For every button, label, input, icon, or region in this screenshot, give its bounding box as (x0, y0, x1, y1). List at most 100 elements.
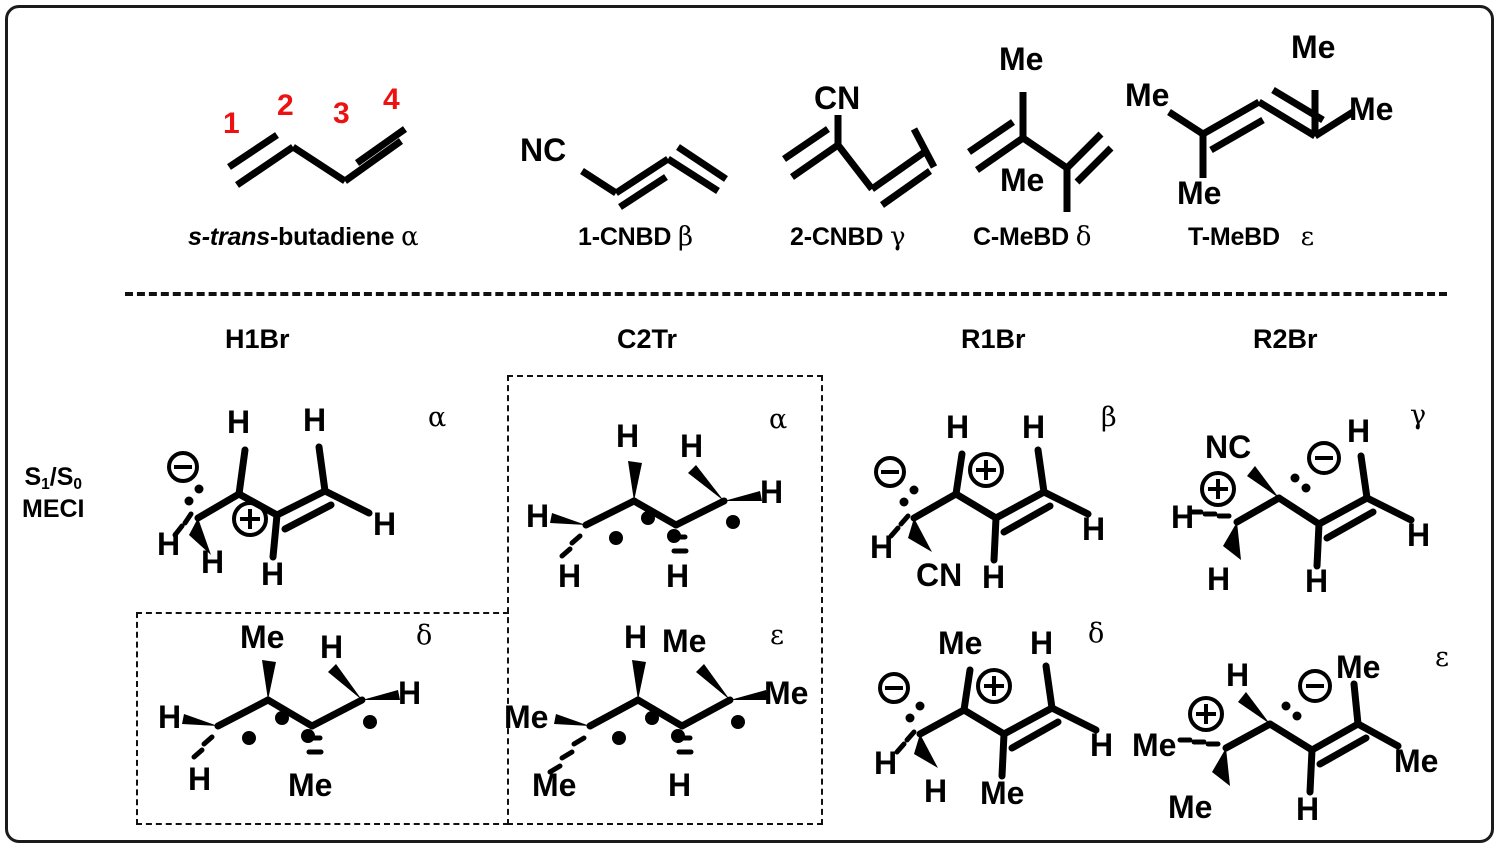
column-header-h1br: H1Br (225, 324, 290, 354)
atom-label-H: H (1207, 561, 1230, 597)
structure-s-trans-butadiene: 1 2 3 4 (215, 83, 445, 205)
charge-plus (232, 501, 268, 537)
substituent-Me-bottom-tmebd: Me (1177, 175, 1221, 211)
atom-label-Me: Me (1336, 649, 1380, 685)
atom-number-4: 4 (383, 83, 400, 116)
atom-label-H: H (303, 402, 326, 438)
column-header-c2tr: C2Tr (617, 324, 678, 354)
atom-label-H: H (946, 409, 969, 445)
wedge-bond (628, 461, 642, 501)
atom-label-Me: Me (1132, 727, 1176, 763)
lone-pair-dot (1301, 483, 1311, 493)
wedge-bond (724, 491, 762, 501)
wedge-bond (262, 660, 276, 700)
radical-dot (363, 715, 377, 729)
atom-label-H: H (320, 629, 343, 665)
atom-label-H: H (924, 773, 947, 809)
row-label-sub1: 1 (41, 475, 50, 493)
wedge-bond (1238, 692, 1270, 724)
greek-tag-c2tr-epsilon: ε (770, 620, 784, 651)
atom-label-Me: Me (240, 619, 284, 655)
wedge-bond (632, 660, 646, 700)
wedge-bond (554, 714, 590, 726)
atom-number-2: 2 (277, 89, 294, 122)
structure-meci-c2tr-epsilon: Me H Me Me Me H (504, 619, 820, 803)
lone-pair-dot (184, 496, 194, 506)
radical-dot (671, 729, 685, 743)
atom-label-H: H (1226, 657, 1249, 693)
wedge-bond (189, 518, 211, 555)
substituent-NC-1cnbd: NC (520, 132, 566, 168)
atom-label-H: H (668, 767, 691, 803)
atom-label-CN: CN (916, 557, 962, 593)
atom-label-H: H (201, 544, 224, 580)
radical-dot (726, 515, 740, 529)
greek-tag-c2tr-alpha: α (769, 404, 788, 435)
substituent-Me-topright-tmebd: Me (1291, 29, 1335, 65)
atom-label-H: H (1022, 409, 1045, 445)
atom-label-H: H (1407, 517, 1430, 553)
atom-label-H: H (1305, 563, 1328, 599)
greek-tag-delta-cmebd: δ (1075, 222, 1092, 252)
atom-label-H: H (558, 558, 581, 594)
label-text: C-MeBD (973, 223, 1070, 251)
radical-dot (612, 731, 626, 745)
label-2-cnbd: 2-CNBD γ (790, 222, 906, 252)
greek-tag-alpha-butadiene: α (401, 222, 419, 252)
charge-plus (976, 668, 1012, 704)
atom-label-H: H (227, 404, 250, 440)
greek-tag-r1br-beta: β (1101, 402, 1117, 433)
radical-dot (609, 531, 623, 545)
highlight-box-c2tr (507, 375, 823, 825)
label-rest-part: -butadiene (269, 223, 395, 251)
column-header-r2br: R2Br (1253, 324, 1318, 354)
column-header-r1br: R1Br (961, 324, 1026, 354)
greek-tag-gamma-2cnbd: γ (890, 222, 906, 252)
radical-dot (645, 711, 659, 725)
wedge-bond (914, 734, 938, 768)
label-1-cnbd: 1-CNBD β (578, 222, 693, 252)
atom-label-H: H (760, 474, 783, 510)
greek-tag-epsilon-tmebd: ε (1300, 222, 1314, 252)
structure-t-mebd: Me Me Me Me (1125, 28, 1415, 211)
row-label-sub2: 0 (73, 475, 83, 493)
atom-label-H: H (624, 619, 647, 655)
lone-pair-dot (915, 701, 925, 711)
structure-meci-h1br-delta: H Me H H H Me (158, 619, 468, 805)
atom-label-H: H (680, 428, 703, 464)
wedge-bond (1223, 522, 1241, 560)
label-text: 2-CNBD (790, 223, 884, 251)
atom-label-H: H (666, 558, 689, 594)
label-c-mebd: C-MeBD δ (973, 222, 1091, 252)
atom-label-H: H (1090, 727, 1113, 763)
atom-label-H: H (1082, 511, 1105, 547)
wedge-bond (328, 664, 362, 700)
atom-label-H: H (188, 761, 211, 797)
greek-tag-beta-1cnbd: β (678, 222, 693, 252)
radical-dot (301, 729, 315, 743)
greek-tag-h1br-delta: δ (416, 620, 433, 651)
structure-meci-c2tr-alpha: H H H H H H (526, 405, 818, 594)
substituent-CN-2cnbd: CN (814, 80, 860, 116)
wedge-bond (688, 465, 724, 501)
wedge-bond (362, 690, 400, 700)
atom-label-Me: Me (288, 767, 332, 803)
atom-label-Me: Me (532, 767, 576, 803)
row-label-meci: S1/S0 MECI (22, 462, 85, 524)
atom-label-H: H (1296, 791, 1319, 827)
label-text: T-MeBD (1188, 223, 1280, 251)
lone-pair-dot (1281, 701, 1291, 711)
radical-dot (667, 529, 681, 543)
atom-label-H: H (616, 418, 639, 454)
atom-label-Me: Me (662, 623, 706, 659)
wedge-bond (550, 513, 586, 525)
structure-2-cnbd: CN (780, 80, 960, 210)
charge-plus (1188, 696, 1224, 732)
radical-dot (731, 715, 745, 729)
structure-1-cnbd: NC (520, 125, 740, 210)
atom-label-H: H (373, 506, 396, 542)
atom-label-H: H (526, 498, 549, 534)
atom-label-Me: Me (764, 675, 808, 711)
structure-meci-r2br-gamma: NC H H H H H (1171, 400, 1465, 599)
